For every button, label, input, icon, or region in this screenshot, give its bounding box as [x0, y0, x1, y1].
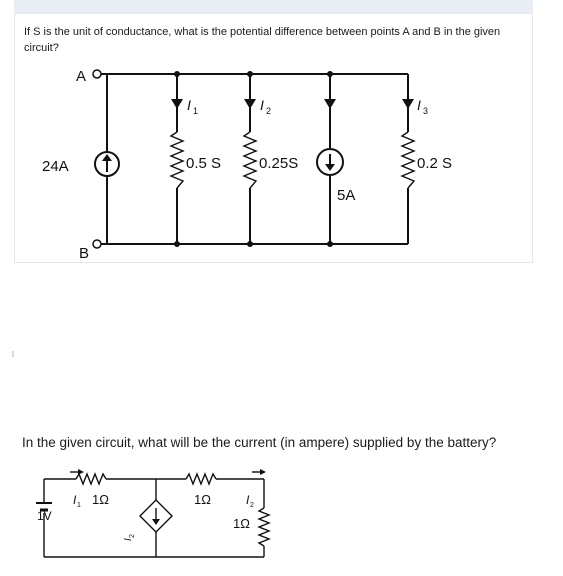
- top-bar: [14, 0, 533, 13]
- current-arrow-icon: [244, 99, 256, 109]
- label-24a: 24A: [42, 158, 69, 175]
- question-1-text: If S is the unit of conductance, what is…: [24, 26, 501, 54]
- terminal-b: [92, 239, 102, 249]
- label-i3: I: [417, 97, 421, 113]
- label-5a: 5A: [337, 187, 355, 204]
- resistor-025s: [242, 131, 258, 189]
- resistor-r1: [75, 472, 107, 486]
- label-b: B: [79, 245, 89, 262]
- arrow-head-icon: [102, 154, 112, 161]
- label-05s: 0.5 S: [186, 155, 221, 172]
- question-card-1: [14, 13, 533, 263]
- label-r3: 1Ω: [233, 516, 250, 531]
- label-a: A: [76, 68, 86, 85]
- label-i3-sub: 3: [423, 106, 428, 116]
- label-025s: 0.25S: [259, 155, 298, 172]
- terminal-a: [92, 69, 102, 79]
- corner-mark: [12, 351, 20, 357]
- label-battery: 1V: [37, 509, 52, 523]
- label-i2-rotated: I: [123, 538, 134, 541]
- current-arrow-icon: [402, 99, 414, 109]
- label-r2: 1Ω: [194, 492, 211, 507]
- resistor-02s: [400, 131, 416, 189]
- label-i2: I: [260, 97, 264, 113]
- label-i2-c2-sub: 2: [250, 502, 254, 509]
- label-i1-sub: 1: [193, 106, 198, 116]
- circuit-2: I 1 1Ω 1Ω 1V I 2 I 2 1Ω: [36, 469, 271, 558]
- arrow-head-icon: [260, 469, 266, 475]
- resistor-r3: [257, 507, 271, 547]
- label-r1: 1Ω: [92, 492, 109, 507]
- label-02s: 0.2 S: [417, 155, 452, 172]
- arrow-head-icon: [78, 469, 84, 475]
- current-arrow-icon: [324, 99, 336, 109]
- label-i1-c2: I: [73, 493, 77, 507]
- label-i1: I: [187, 97, 191, 113]
- label-i2-sub: 2: [266, 106, 271, 116]
- question-2-text: In the given circuit, what will be the c…: [22, 435, 497, 450]
- resistor-05s: [169, 131, 185, 189]
- arrow-head-icon: [325, 164, 335, 171]
- label-i2-c2: I: [246, 493, 250, 507]
- resistor-r2: [185, 472, 217, 486]
- label-i2-rotated-sub: 2: [129, 534, 136, 538]
- current-arrow-icon: [171, 99, 183, 109]
- arrow-head-icon: [152, 519, 160, 525]
- circuit-1: A B 24A I 1 0.5 S I 2 0.25S: [42, 68, 452, 262]
- label-i1-c2-sub: 1: [77, 502, 81, 509]
